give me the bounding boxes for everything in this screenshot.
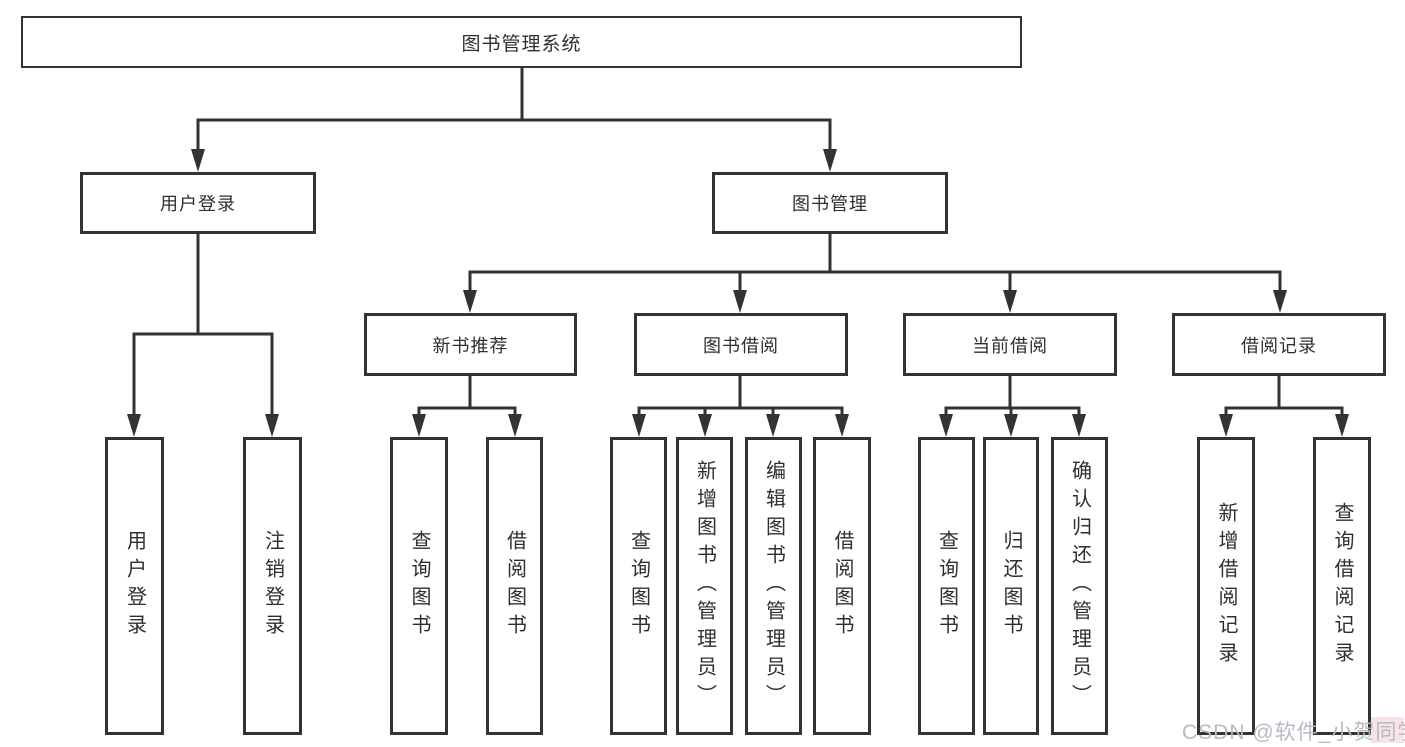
connector-book-management <box>468 232 1282 294</box>
leaf-user-login: 用户登录 <box>105 437 164 735</box>
leaf-query-book-current: 查询图书 <box>918 437 975 735</box>
connector-borrow-record <box>1224 374 1344 418</box>
node-root: 图书管理系统 <box>21 16 1022 68</box>
watermark-text: CSDN @软件_小贺同学 <box>1182 721 1405 744</box>
leaf-borrow-book-recommend: 借阅图书 <box>486 437 543 735</box>
connector-new-book <box>417 374 517 418</box>
connector-current-borrow <box>944 374 1081 418</box>
leaf-add-book-admin: 新增图书（管理员） <box>676 437 733 735</box>
watermark-tint <box>1371 717 1404 743</box>
node-root-label: 图书管理系统 <box>461 33 582 55</box>
arrowheads <box>127 149 1349 437</box>
leaf-query-borrow-record: 查询借阅记录 <box>1313 437 1371 735</box>
leaf-query-book-recommend: 查询图书 <box>390 437 448 735</box>
node-user-login-label: 用户登录 <box>160 194 236 214</box>
connector-user-login <box>132 232 274 418</box>
node-borrow-record: 借阅记录 <box>1172 313 1386 376</box>
node-current-borrow: 当前借阅 <box>903 313 1117 376</box>
node-book-borrow-label: 图书借阅 <box>703 335 779 356</box>
connector-book-borrow <box>637 374 844 418</box>
node-new-book-recommend: 新书推荐 <box>364 313 577 376</box>
node-borrow-record-label: 借阅记录 <box>1241 335 1317 356</box>
leaf-confirm-return-admin: 确认归还（管理员） <box>1051 437 1108 735</box>
leaf-add-borrow-record: 新增借阅记录 <box>1197 437 1255 735</box>
leaf-edit-book-admin: 编辑图书（管理员） <box>745 437 802 735</box>
node-user-login: 用户登录 <box>80 172 316 234</box>
connector-root <box>196 66 832 152</box>
leaf-query-book-borrow: 查询图书 <box>610 437 667 735</box>
leaf-logout-login: 注销登录 <box>243 437 302 735</box>
node-book-management-label: 图书管理 <box>792 194 868 214</box>
leaf-borrow-book: 借阅图书 <box>813 437 871 735</box>
leaf-return-book: 归还图书 <box>983 437 1039 735</box>
node-book-management: 图书管理 <box>712 172 948 234</box>
node-new-book-recommend-label: 新书推荐 <box>432 335 509 356</box>
node-book-borrow: 图书借阅 <box>634 313 848 376</box>
node-current-borrow-label: 当前借阅 <box>972 335 1048 356</box>
